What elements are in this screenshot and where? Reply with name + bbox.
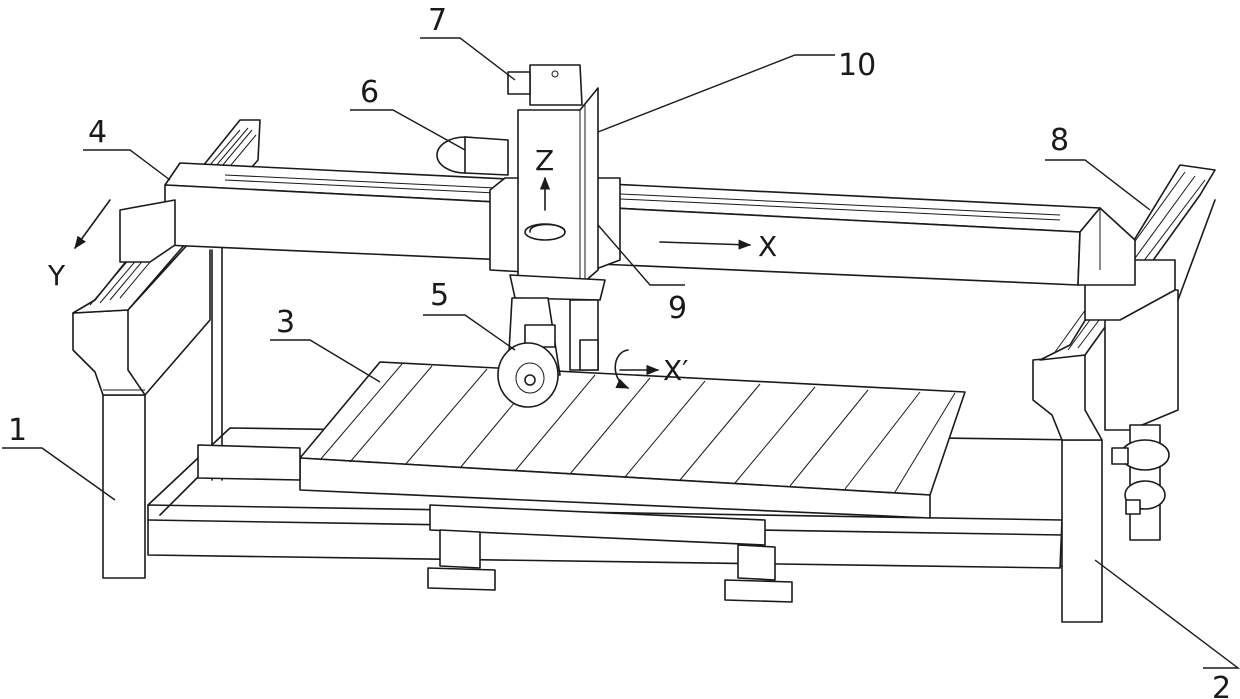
axis-arrows [74,176,752,376]
part-label-10: 10 [838,48,876,83]
part-label-1: 1 [8,413,27,448]
table-slats [319,363,956,493]
callout-leaders [2,37,1240,669]
part-label-2: 2 [1212,671,1231,699]
part-label-7: 7 [428,3,447,38]
part-label-8: 8 [1050,123,1069,158]
part-label-3: 3 [276,305,295,340]
part-label-5: 5 [430,278,449,313]
crossbeam [119,162,1136,286]
axis-label-x: X [758,230,777,263]
part-label-9: 9 [668,291,687,326]
axis-label-y: Y [47,259,66,292]
worktable [197,361,966,603]
axis-label-z: Z [535,144,554,177]
spindle-assembly [436,64,630,408]
part-label-6: 6 [360,75,379,110]
part-label-4: 4 [88,115,107,150]
axis-label-x-prime: X′ [663,354,689,387]
